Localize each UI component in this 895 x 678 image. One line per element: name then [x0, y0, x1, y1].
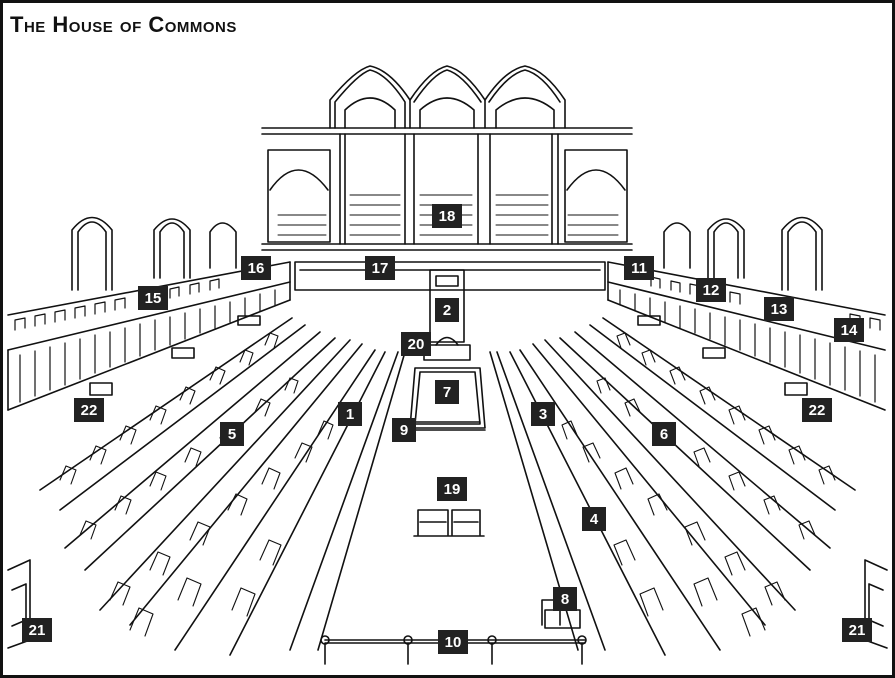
- badge-22-left: 22: [74, 398, 104, 422]
- badge-19: 19: [437, 477, 467, 501]
- badge-12: 12: [696, 278, 726, 302]
- badge-5: 5: [220, 422, 244, 446]
- svg-text:19: 19: [444, 481, 461, 498]
- svg-text:15: 15: [145, 290, 162, 307]
- badge-6: 6: [652, 422, 676, 446]
- badge-14: 14: [834, 318, 864, 342]
- svg-text:17: 17: [372, 260, 389, 277]
- svg-text:21: 21: [29, 622, 46, 639]
- badge-9: 9: [392, 418, 416, 442]
- badge-18: 18: [432, 204, 462, 228]
- badge-7: 7: [435, 380, 459, 404]
- svg-text:6: 6: [660, 426, 668, 443]
- svg-text:16: 16: [248, 260, 265, 277]
- svg-text:22: 22: [81, 402, 98, 419]
- badge-2: 2: [435, 298, 459, 322]
- svg-text:7: 7: [443, 384, 451, 401]
- svg-text:13: 13: [771, 301, 788, 318]
- badge-1: 1: [338, 402, 362, 426]
- badge-21-left: 21: [22, 618, 52, 642]
- svg-text:14: 14: [841, 322, 858, 339]
- clerks-chairs: [414, 510, 484, 536]
- svg-text:1: 1: [346, 406, 354, 423]
- svg-text:5: 5: [228, 426, 236, 443]
- svg-text:22: 22: [809, 402, 826, 419]
- badge-22-right: 22: [802, 398, 832, 422]
- badge-3: 3: [531, 402, 555, 426]
- badge-15: 15: [138, 286, 168, 310]
- svg-text:3: 3: [539, 406, 547, 423]
- svg-text:9: 9: [400, 422, 408, 439]
- badge-16: 16: [241, 256, 271, 280]
- svg-text:11: 11: [631, 260, 647, 277]
- svg-text:21: 21: [849, 622, 866, 639]
- badge-21-right: 21: [842, 618, 872, 642]
- badge-13: 13: [764, 297, 794, 321]
- badge-20: 20: [401, 332, 431, 356]
- badge-11: 11: [624, 256, 654, 280]
- svg-text:18: 18: [439, 208, 456, 225]
- svg-text:4: 4: [590, 511, 599, 528]
- badge-8: 8: [553, 587, 577, 611]
- badge-10: 10: [438, 630, 468, 654]
- svg-text:12: 12: [703, 282, 720, 299]
- badge-4: 4: [582, 507, 606, 531]
- svg-text:2: 2: [443, 302, 451, 319]
- svg-text:8: 8: [561, 591, 569, 608]
- badge-17: 17: [365, 256, 395, 280]
- svg-text:10: 10: [445, 634, 462, 651]
- svg-text:20: 20: [408, 336, 425, 353]
